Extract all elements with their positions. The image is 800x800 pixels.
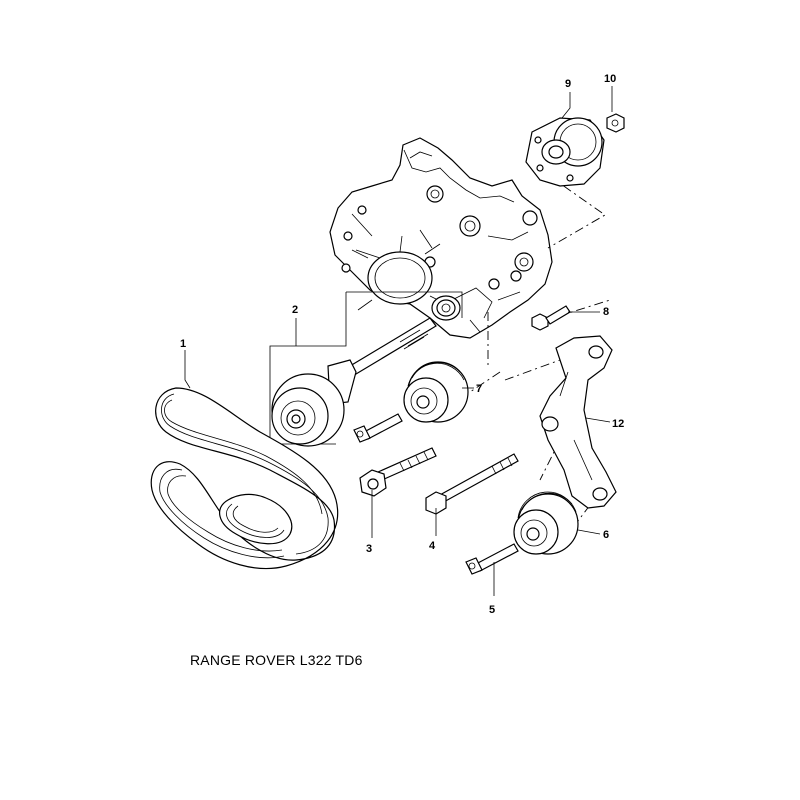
callout-3: 3 — [366, 543, 372, 555]
callout-10: 10 — [604, 73, 616, 85]
socket-bolt — [353, 413, 403, 443]
callout-labels: 1 2 3 4 5 6 7 8 9 10 12 — [180, 73, 624, 616]
socket-bolt-5 — [465, 543, 519, 575]
diagram-caption: RANGE ROVER L322 TD6 — [190, 652, 363, 668]
engine-front-cover — [329, 137, 553, 339]
mounting-bracket — [539, 335, 617, 509]
callout-5: 5 — [489, 604, 495, 616]
tensioner-assembly — [525, 117, 605, 187]
flange-bolt-3 — [359, 447, 437, 497]
callout-4: 4 — [429, 540, 436, 552]
leader-lines — [184, 86, 613, 596]
callout-9: 9 — [565, 78, 571, 90]
pulley-6 — [513, 491, 579, 555]
serpentine-belt — [150, 387, 339, 570]
callout-8: 8 — [603, 306, 609, 318]
callout-7: 7 — [476, 383, 482, 395]
callout-1: 1 — [180, 338, 186, 350]
bolt-8 — [531, 305, 571, 331]
pulley-7 — [403, 361, 469, 423]
long-bolt-4 — [425, 453, 519, 515]
callout-6: 6 — [603, 529, 609, 541]
callout-2: 2 — [292, 304, 298, 316]
tensioner-nut — [606, 113, 625, 133]
idler-pulley-assembly — [269, 291, 463, 447]
callout-12: 12 — [612, 418, 624, 430]
